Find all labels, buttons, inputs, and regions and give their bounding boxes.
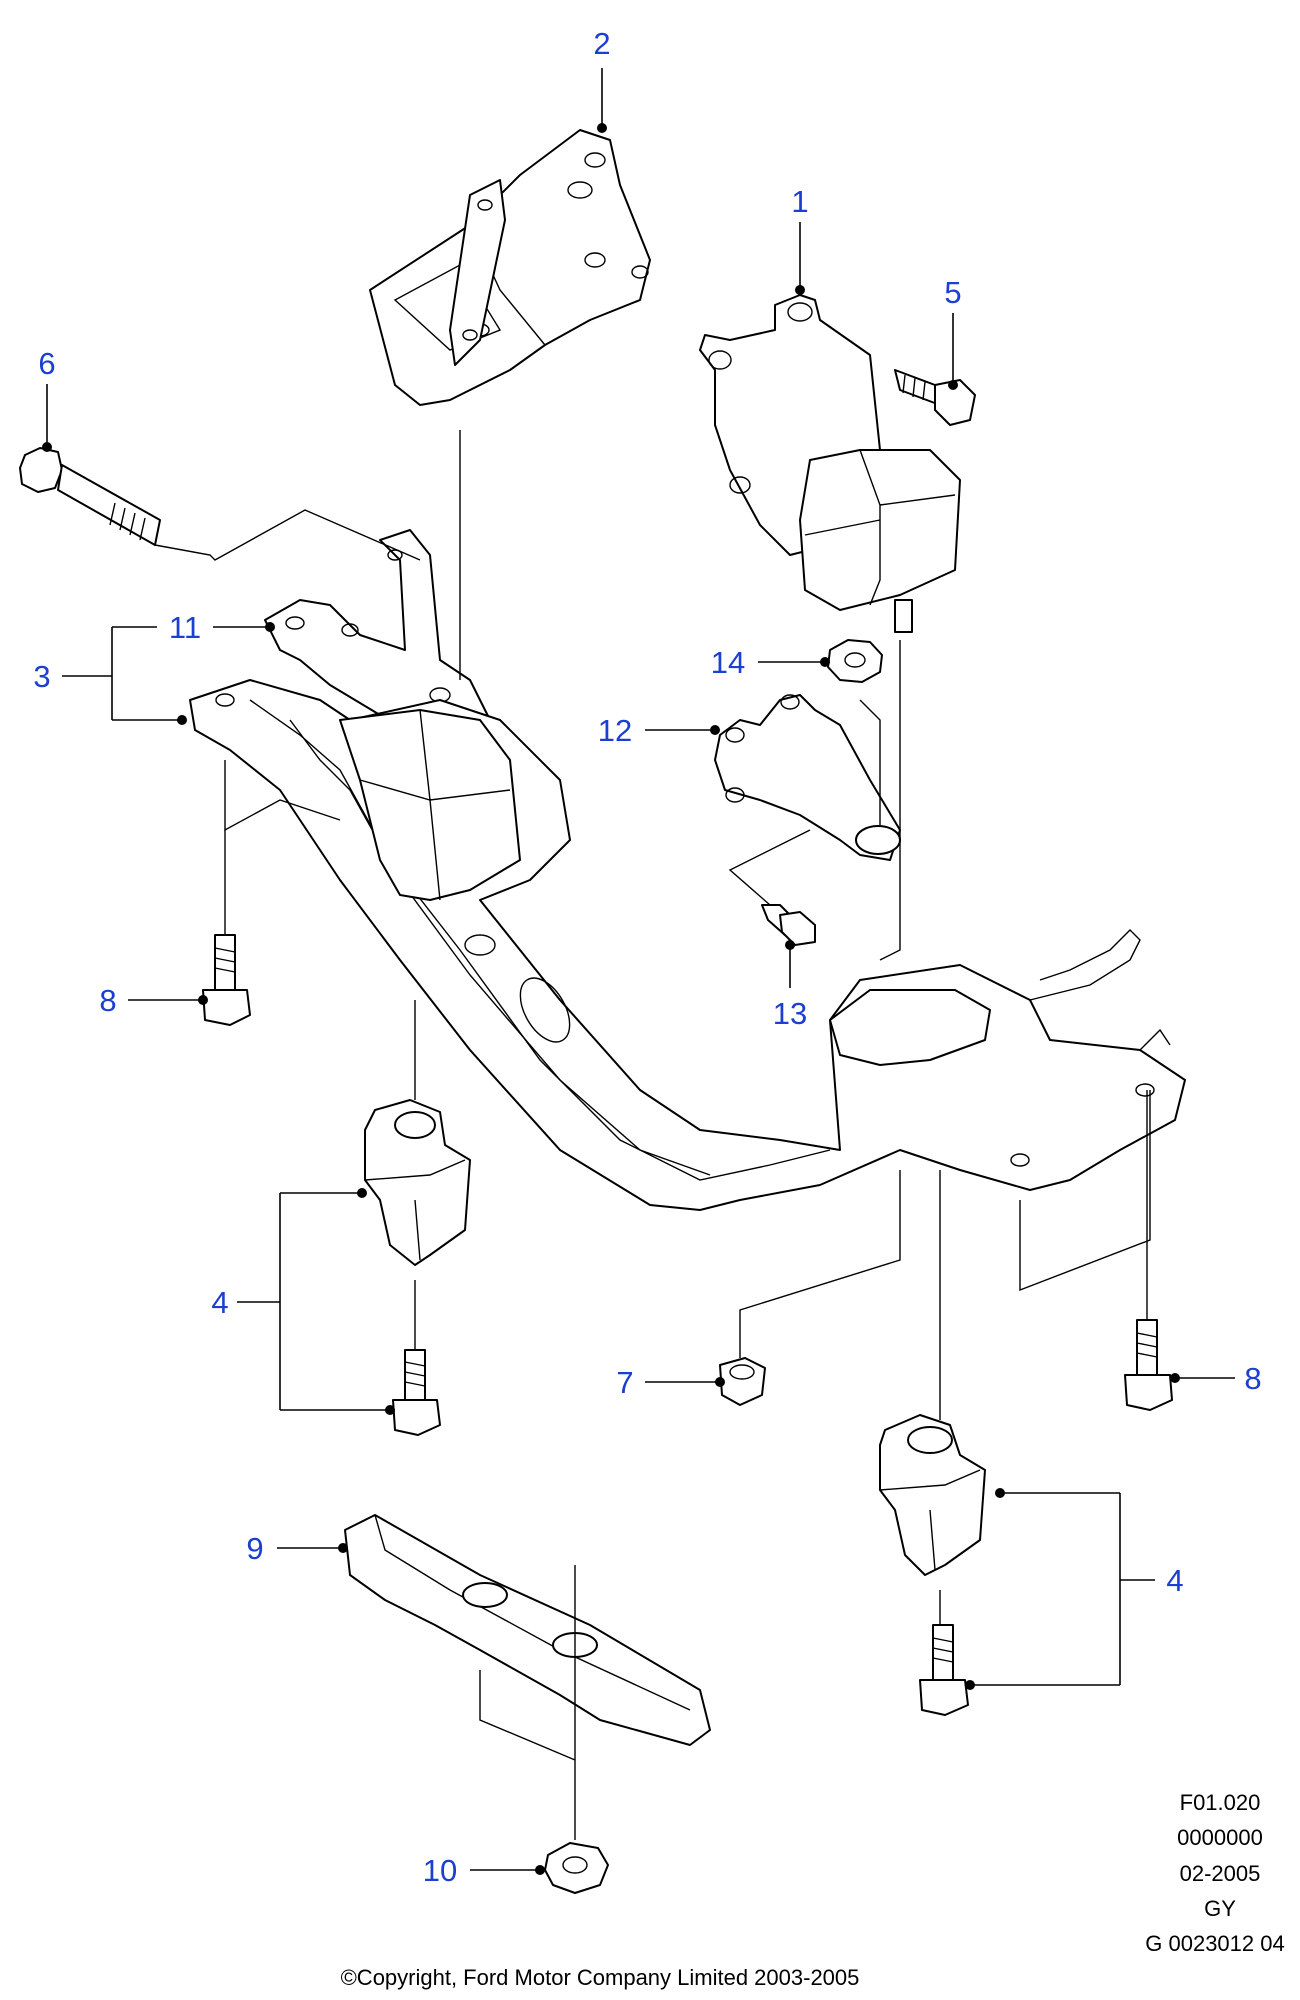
part-6-long-bolt	[19, 447, 161, 546]
callout-3: 3	[33, 659, 50, 694]
assembly-lines	[154, 430, 1151, 1840]
part-1-engine-mount	[699, 294, 961, 633]
callout-4-right: 4	[1166, 1563, 1183, 1598]
part-14-nut	[827, 639, 883, 683]
callout-13: 13	[773, 996, 807, 1031]
part-4-insulator-left	[364, 1099, 471, 1436]
part-10-nut	[544, 1842, 609, 1894]
part-5-bolt	[894, 369, 976, 426]
reference-block: F01.020 0000000 02-2005 GY G 0023012 04	[1145, 1790, 1284, 1956]
callout-4-left: 4	[211, 1285, 228, 1320]
part-4-insulator-right	[879, 1414, 986, 1716]
callout-9: 9	[246, 1531, 263, 1566]
callout-12: 12	[598, 713, 632, 748]
part-8-bolt-right	[1124, 1319, 1173, 1411]
copyright-notice: ©Copyright, Ford Motor Company Limited 2…	[341, 1965, 860, 1990]
callout-8-left: 8	[99, 983, 116, 1018]
callout-14: 14	[711, 645, 745, 680]
part-2-bracket	[369, 129, 651, 406]
callout-6: 6	[38, 346, 55, 381]
reference-line-5: G 0023012 04	[1145, 1931, 1284, 1956]
part-3-crossmember	[189, 679, 1186, 1211]
callout-1: 1	[791, 184, 808, 219]
part-9-support	[344, 1514, 711, 1746]
part-12-bracket	[714, 694, 901, 861]
callout-labels: 1 2 3 4 4 5 6 7 8 8 9 10 11 12 13 14	[33, 26, 1261, 1888]
callout-10: 10	[423, 1853, 457, 1888]
part-7-nut	[719, 1357, 766, 1406]
callout-11: 11	[169, 610, 201, 645]
reference-line-4: GY	[1204, 1896, 1236, 1921]
reference-line-1: F01.020	[1180, 1790, 1261, 1815]
reference-line-2: 0000000	[1177, 1825, 1263, 1850]
reference-line-3: 02-2005	[1180, 1861, 1261, 1886]
callout-5: 5	[944, 275, 961, 310]
callout-2: 2	[593, 26, 610, 61]
leader-lines	[42, 68, 1235, 1875]
part-13-stud	[761, 904, 816, 946]
part-8-bolt-left	[202, 934, 251, 1026]
callout-8-right: 8	[1244, 1361, 1261, 1396]
callout-7: 7	[616, 1365, 633, 1400]
